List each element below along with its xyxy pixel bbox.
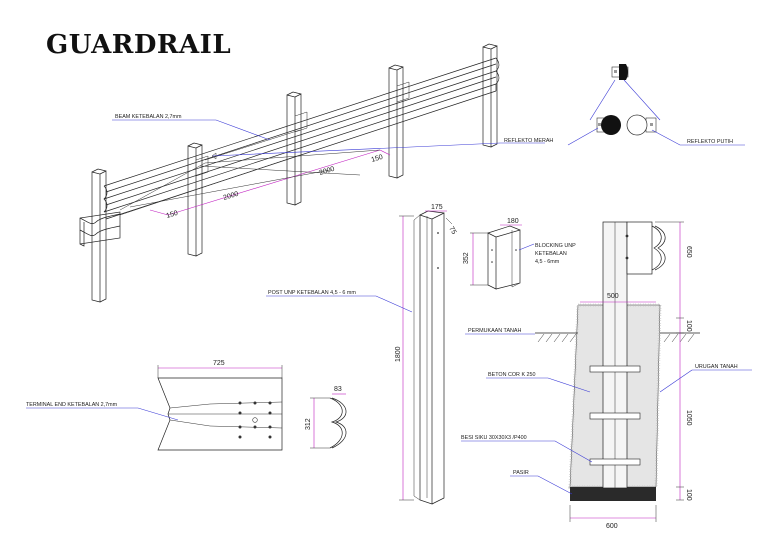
post-5 bbox=[482, 43, 498, 148]
dim-180: 180 bbox=[507, 218, 519, 225]
isometric-guardrail-view: 150 2000 2000 150 BEAM KETEBALAN 2,7mm bbox=[79, 43, 545, 303]
terminal-end-iso bbox=[79, 211, 121, 247]
dim-75: 75 bbox=[447, 226, 457, 236]
besi-siku-label: BESI SIKU 30X30X3 /P400 bbox=[461, 435, 527, 441]
beton-cor-label: BETON COR K 250 bbox=[488, 372, 536, 378]
dim-100-bottom: 100 bbox=[685, 489, 692, 501]
blocking-label-3: 4,5 - 6mm bbox=[535, 259, 560, 265]
dim-175: 175 bbox=[431, 204, 443, 211]
dim-312: 312 bbox=[305, 418, 312, 430]
beam-label: BEAM KETEBALAN 2,7mm bbox=[115, 114, 182, 120]
reflekto-merah-label: REFLEKTO MERAH bbox=[504, 138, 553, 144]
dim-2000-right: 2000 bbox=[319, 166, 336, 177]
post-unp-detail: 1800 175 75 POST UNP KETEBALAN 4,5 - 6 m… bbox=[266, 204, 457, 505]
blocking-label-1: BLOCKING UNP bbox=[535, 243, 576, 249]
reflector-putih bbox=[626, 114, 657, 136]
dim-83: 83 bbox=[334, 386, 342, 393]
blocking-unp-detail: 180 352 BLOCKING UNP KETEBALAN 4,5 - 6mm bbox=[463, 218, 576, 290]
post-unp-label: POST UNP KETEBALAN 4,5 - 6 mm bbox=[268, 290, 356, 296]
post-4 bbox=[388, 64, 404, 179]
drawing-title: GUARDRAIL bbox=[46, 30, 232, 60]
dim-1800: 1800 bbox=[395, 346, 402, 362]
pasir-label: PASIR bbox=[513, 470, 529, 476]
reflector-merah bbox=[596, 115, 621, 135]
terminal-end-label: TERMINAL END KETEBALAN 2,7mm bbox=[26, 402, 118, 408]
dim-352: 352 bbox=[463, 252, 470, 264]
blocking-label-2: KETEBALAN bbox=[535, 251, 567, 257]
dim-650: 650 bbox=[685, 246, 692, 258]
dim-100-top: 100 bbox=[685, 320, 692, 332]
urugan-tanah-label: URUGAN TANAH bbox=[695, 364, 738, 370]
dim-1050: 1050 bbox=[685, 410, 692, 426]
dim-725: 725 bbox=[213, 360, 225, 367]
dim-500: 500 bbox=[607, 293, 619, 300]
dim-150-right: 150 bbox=[371, 154, 384, 164]
post-1 bbox=[91, 168, 107, 303]
foundation-section: 500 600 650 100 1050 100 PERMUKAAN TANAH… bbox=[461, 221, 752, 530]
reflector-detail: REFLEKTO MERAH REFLEKTO PUTIH bbox=[504, 64, 745, 146]
reflector-top bbox=[611, 64, 629, 80]
terminal-end-detail: 725 TERMINAL END KETEBALAN 2,7mm 83 312 bbox=[26, 360, 347, 451]
post-2 bbox=[187, 142, 203, 257]
dim-150-left: 150 bbox=[166, 210, 179, 220]
reflekto-putih-label: REFLEKTO PUTIH bbox=[687, 139, 733, 145]
dim-2000-left: 2000 bbox=[223, 191, 240, 202]
dim-600: 600 bbox=[606, 523, 618, 530]
permukaan-tanah-label: PERMUKAAN TANAH bbox=[468, 328, 522, 334]
w-beam-rail bbox=[103, 57, 500, 220]
